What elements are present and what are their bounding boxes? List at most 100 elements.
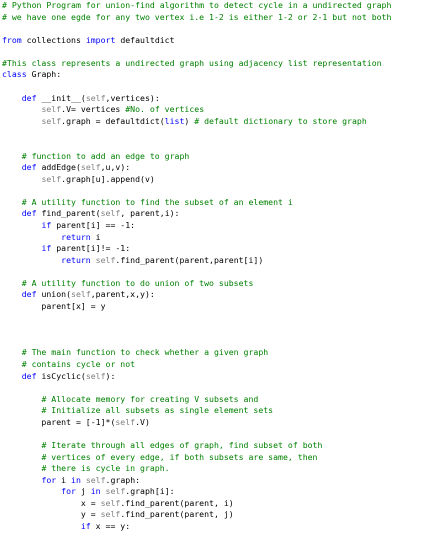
code-line: # Python Program for union-find algorith… bbox=[2, 0, 441, 12]
code-line: self.graph = defaultdict(list) # default… bbox=[2, 116, 441, 128]
code-comment: # A utility function to do union of two … bbox=[21, 277, 254, 288]
code-text: x = bbox=[2, 497, 101, 508]
code-keyword: def bbox=[21, 162, 37, 173]
code-line bbox=[2, 185, 441, 197]
code-text: union( bbox=[36, 289, 72, 300]
code-self-token: self bbox=[115, 416, 136, 427]
code-text: .find_parent(parent, i) bbox=[120, 497, 234, 508]
code-line: parent = [-1]*(self.V) bbox=[2, 417, 441, 429]
code-line bbox=[2, 139, 441, 151]
code-comment: # vertices of every edge, if both subset… bbox=[41, 451, 318, 462]
code-comment: # Initialize all subsets as single eleme… bbox=[41, 405, 274, 416]
code-text: j bbox=[75, 486, 91, 497]
code-keyword: def bbox=[21, 92, 37, 103]
code-self-token: self bbox=[41, 115, 62, 126]
code-text bbox=[2, 521, 81, 531]
code-comment: # Python Program for union-find algorith… bbox=[2, 0, 392, 10]
code-comment: # Allocate memory for creating V subsets… bbox=[41, 393, 259, 404]
code-text bbox=[2, 243, 41, 253]
code-text bbox=[2, 116, 41, 126]
code-text bbox=[2, 486, 61, 496]
code-text bbox=[2, 440, 41, 450]
code-self-token: self bbox=[100, 208, 121, 219]
code-text: Graph: bbox=[26, 69, 62, 80]
code-text bbox=[2, 208, 22, 218]
code-text: isCyclic( bbox=[36, 370, 86, 381]
code-line bbox=[2, 382, 441, 394]
code-self-token: self bbox=[95, 254, 116, 265]
code-text: .graph[u].append(v) bbox=[61, 173, 155, 184]
code-text: .find_parent(parent,parent[i]) bbox=[115, 254, 264, 265]
code-self-token: self bbox=[105, 486, 126, 497]
code-line: # there is cycle in graph. bbox=[2, 463, 441, 475]
code-self-token: self bbox=[80, 162, 101, 173]
code-keyword: if bbox=[41, 219, 52, 230]
code-text: ,vertices): bbox=[105, 92, 160, 103]
code-line: if parent[i]!= -1: bbox=[2, 243, 441, 255]
code-line: # function to add an edge to graph bbox=[2, 151, 441, 163]
code-text: ,parent,x,y): bbox=[90, 289, 155, 300]
code-text: parent[i]!= -1: bbox=[51, 243, 131, 254]
code-line: # we have one egde for any two vertex i.… bbox=[2, 12, 441, 24]
code-line: x = self.find_parent(parent, i) bbox=[2, 498, 441, 510]
code-text: defaultdict bbox=[115, 34, 175, 45]
code-line: self.V= vertices #No. of vertices bbox=[2, 104, 441, 116]
code-comment: # A utility function to find the subset … bbox=[21, 196, 293, 207]
code-line: if x == y: bbox=[2, 521, 441, 533]
code-keyword: def bbox=[21, 208, 37, 219]
code-text: addEdge( bbox=[36, 162, 81, 173]
code-text: __init__( bbox=[36, 92, 86, 103]
code-line: def find_parent(self, parent,i): bbox=[2, 208, 441, 220]
code-keyword: from bbox=[2, 34, 22, 45]
code-text bbox=[2, 405, 41, 415]
code-line bbox=[2, 313, 441, 325]
code-text bbox=[2, 359, 22, 369]
code-line bbox=[2, 81, 441, 93]
code-line: def isCyclic(self): bbox=[2, 371, 441, 383]
code-text: i bbox=[56, 474, 72, 485]
code-keyword: list bbox=[164, 115, 185, 126]
code-text bbox=[2, 174, 41, 184]
code-text: .V= vertices bbox=[61, 104, 126, 115]
code-keyword: def bbox=[21, 370, 37, 381]
code-line: def union(self,parent,x,y): bbox=[2, 289, 441, 301]
code-text: .V) bbox=[135, 416, 150, 427]
code-text bbox=[2, 162, 22, 172]
code-text bbox=[2, 278, 22, 288]
code-self-token: self bbox=[41, 173, 62, 184]
code-keyword: return bbox=[61, 254, 91, 265]
code-line: # vertices of every edge, if both subset… bbox=[2, 452, 441, 464]
code-line: # A utility function to find the subset … bbox=[2, 197, 441, 209]
code-line: self.graph[u].append(v) bbox=[2, 174, 441, 186]
code-comment: # we have one egde for any two vertex i.… bbox=[2, 11, 392, 22]
code-line bbox=[2, 336, 441, 348]
code-keyword: import bbox=[85, 34, 116, 45]
code-comment: # The main function to check whether a g… bbox=[21, 347, 269, 358]
code-line: parent[x] = y bbox=[2, 301, 441, 313]
code-text: .graph: bbox=[105, 474, 141, 485]
code-keyword: for bbox=[41, 474, 57, 485]
code-text: ): bbox=[105, 370, 116, 381]
code-keyword: return bbox=[61, 231, 91, 242]
code-text: parent = [-1]*( bbox=[2, 416, 116, 427]
code-self-token: self bbox=[100, 497, 121, 508]
code-comment: # there is cycle in graph. bbox=[41, 463, 170, 474]
code-text bbox=[2, 475, 41, 485]
code-text: ,u,v): bbox=[100, 162, 131, 173]
code-line: return self.find_parent(parent,parent[i]… bbox=[2, 255, 441, 267]
code-line bbox=[2, 266, 441, 278]
code-text: collections bbox=[21, 34, 86, 45]
code-self-token: self bbox=[100, 509, 121, 520]
code-line: # The main function to check whether a g… bbox=[2, 347, 441, 359]
code-text bbox=[2, 93, 22, 103]
code-keyword: in bbox=[90, 486, 101, 497]
code-line: # A utility function to do union of two … bbox=[2, 278, 441, 290]
code-line: for j in self.graph[i]: bbox=[2, 486, 441, 498]
code-comment: # Iterate through all edges of graph, fi… bbox=[41, 439, 323, 450]
code-text bbox=[2, 255, 61, 265]
code-text bbox=[2, 104, 41, 114]
code-line: y = self.find_parent(parent, j) bbox=[2, 509, 441, 521]
code-text: parent[x] = y bbox=[2, 301, 106, 312]
code-comment: #No. of vertices bbox=[125, 104, 205, 115]
